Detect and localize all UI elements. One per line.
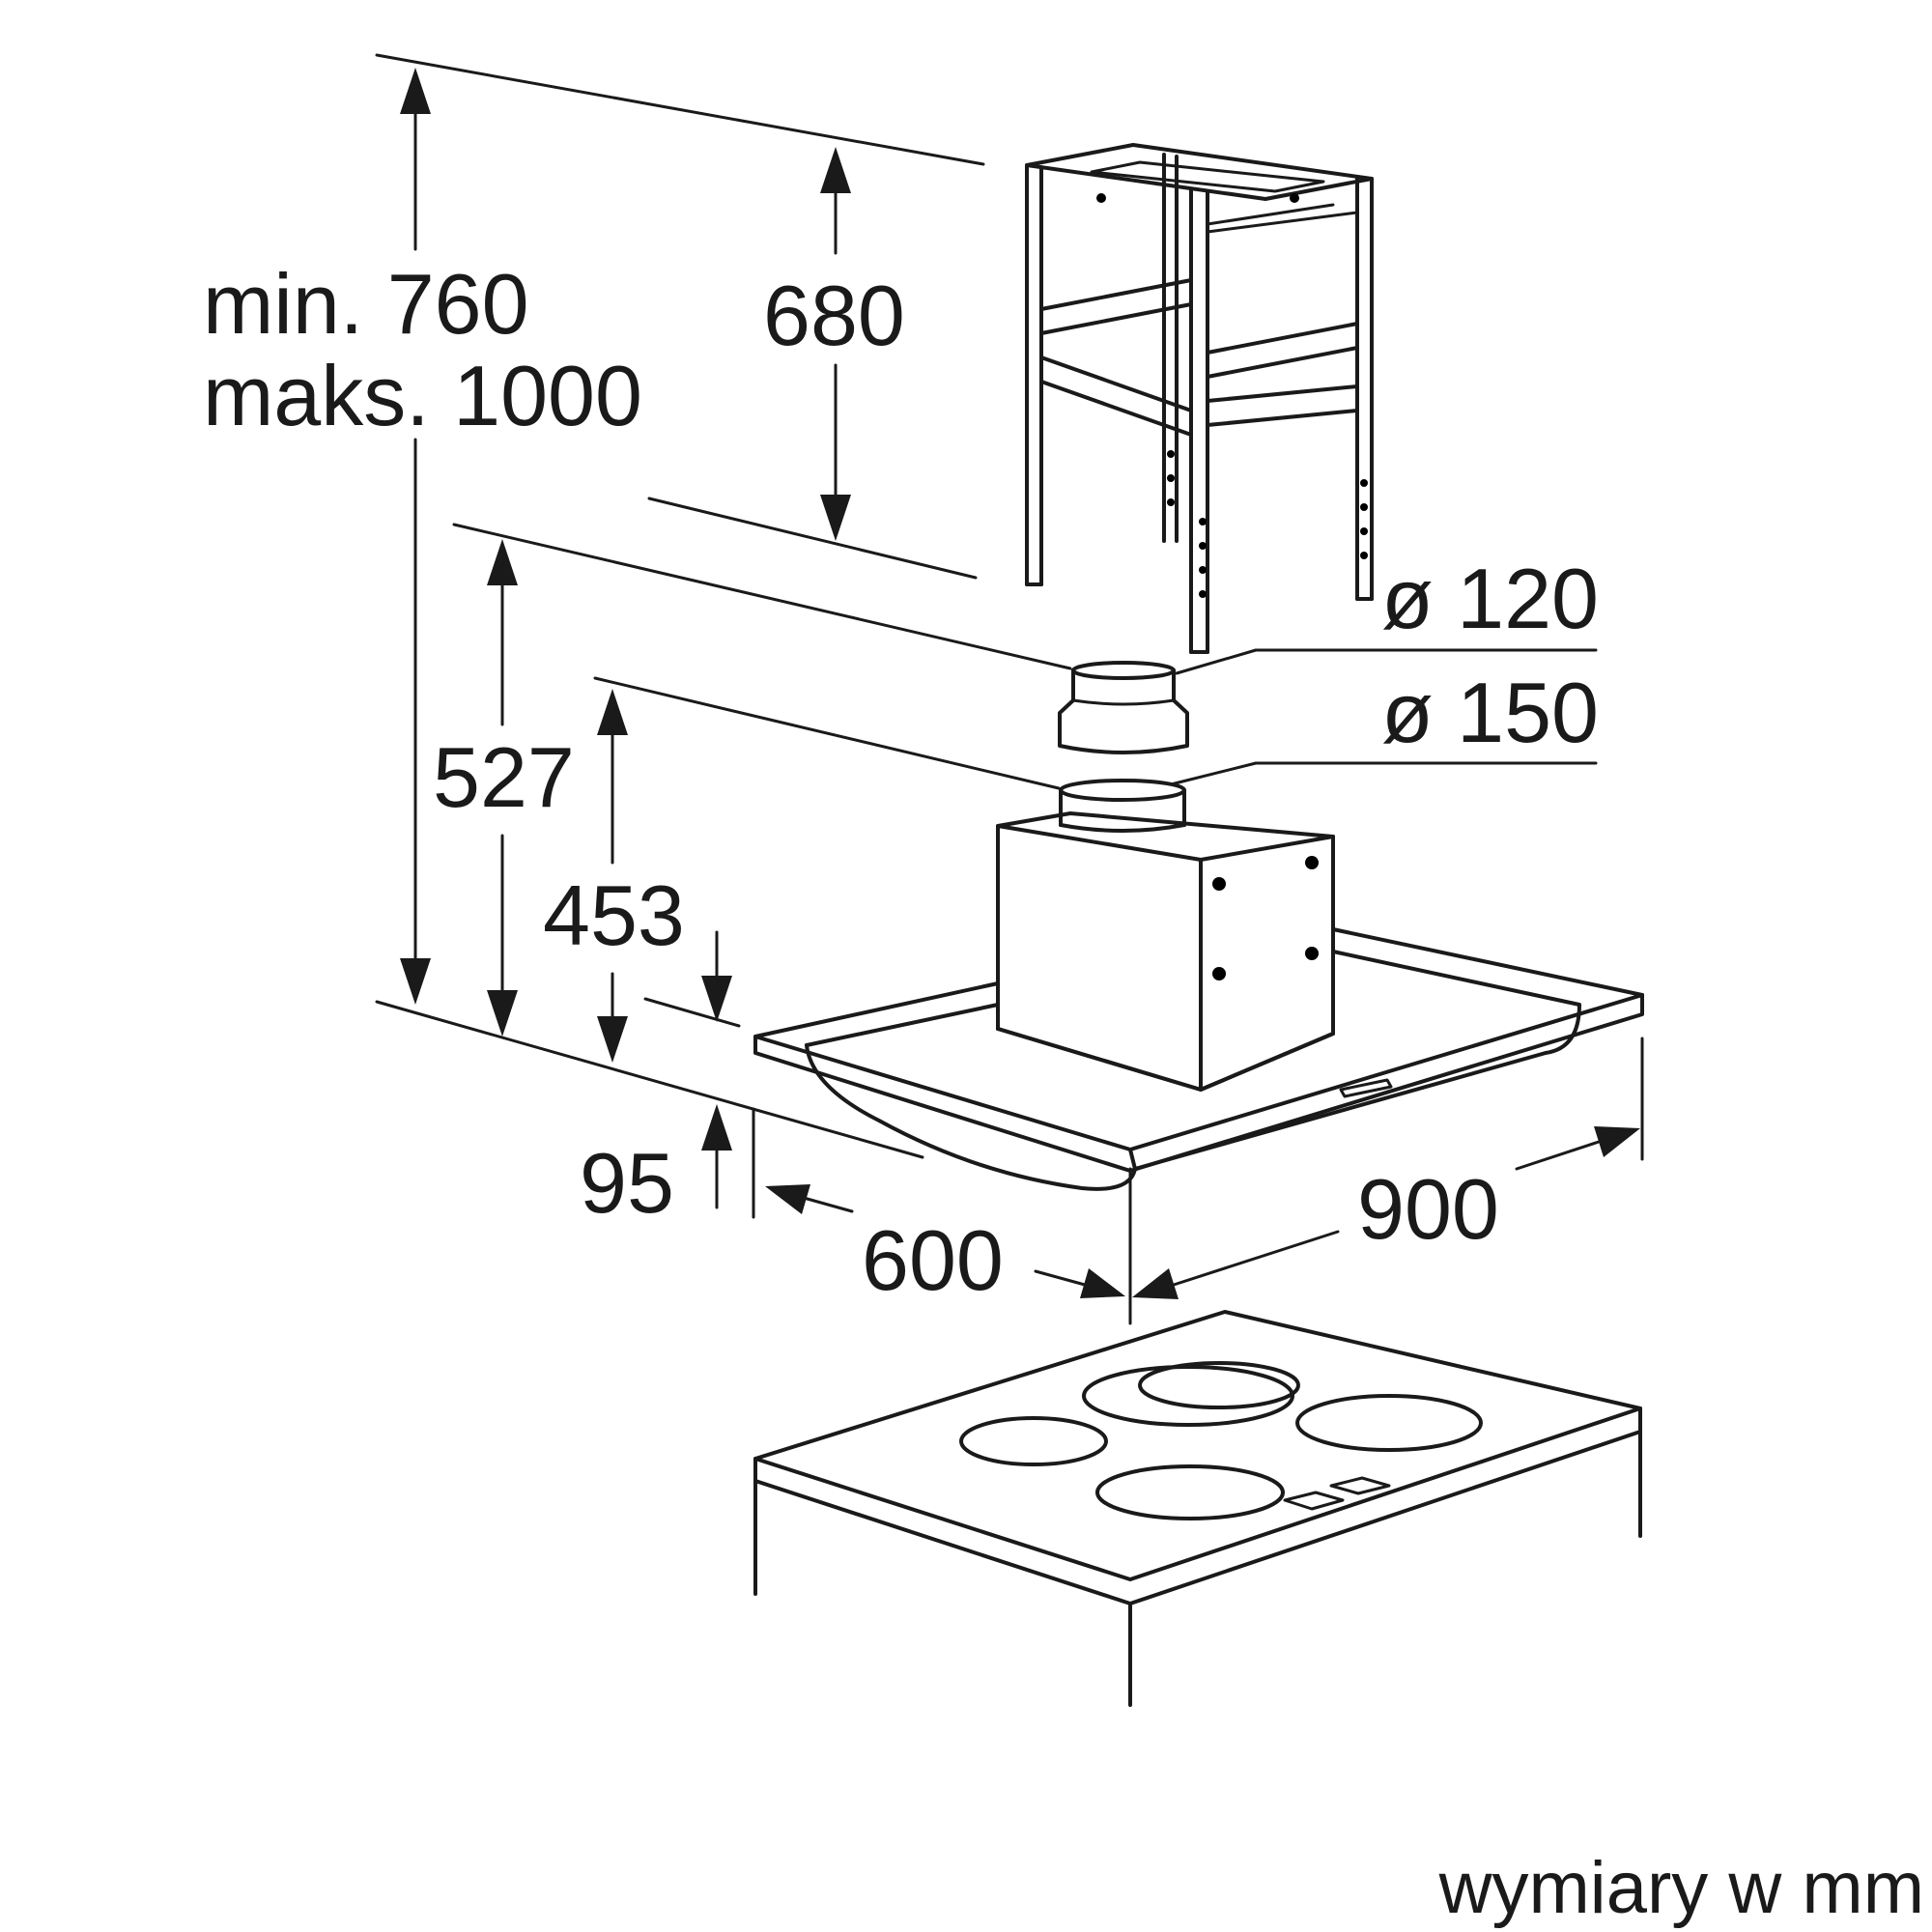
extension-lines [375,53,1644,1325]
dimension-width [1132,1126,1640,1299]
hood-chimney [996,811,1335,1092]
frame-height-label: 680 [763,268,905,363]
dimension-95 [701,930,732,1209]
height-95-label: 95 [580,1135,674,1231]
lower-duct-diameter-label: ø 150 [1381,665,1599,760]
units-caption: wymiary w mm [1438,1847,1924,1929]
mounting-frame [1025,143,1374,654]
duct-adapter-150 [1059,779,1186,833]
total-height-min-label: min. 760 [203,256,529,352]
dimension-453 [597,689,628,1063]
width-label: 900 [1357,1161,1499,1257]
burner-back-icon [1082,1365,1294,1427]
dimension-frame-height [820,147,851,541]
dimension-depth [765,1184,1125,1298]
height-453-label: 453 [543,867,685,963]
depth-label: 600 [862,1212,1004,1308]
upper-duct-diameter-label: ø 120 [1381,551,1599,646]
burner-right-icon [1295,1394,1483,1452]
total-height-max-label: maks. 1000 [203,348,642,443]
duct-adapter-120 [1058,661,1189,754]
dimension-total-height [400,68,431,1005]
height-527-label: 527 [433,729,575,825]
burner-front-icon [1095,1464,1285,1520]
dimension-527 [487,539,518,1037]
cooktop [753,1310,1642,1707]
burner-left-icon [959,1416,1108,1466]
